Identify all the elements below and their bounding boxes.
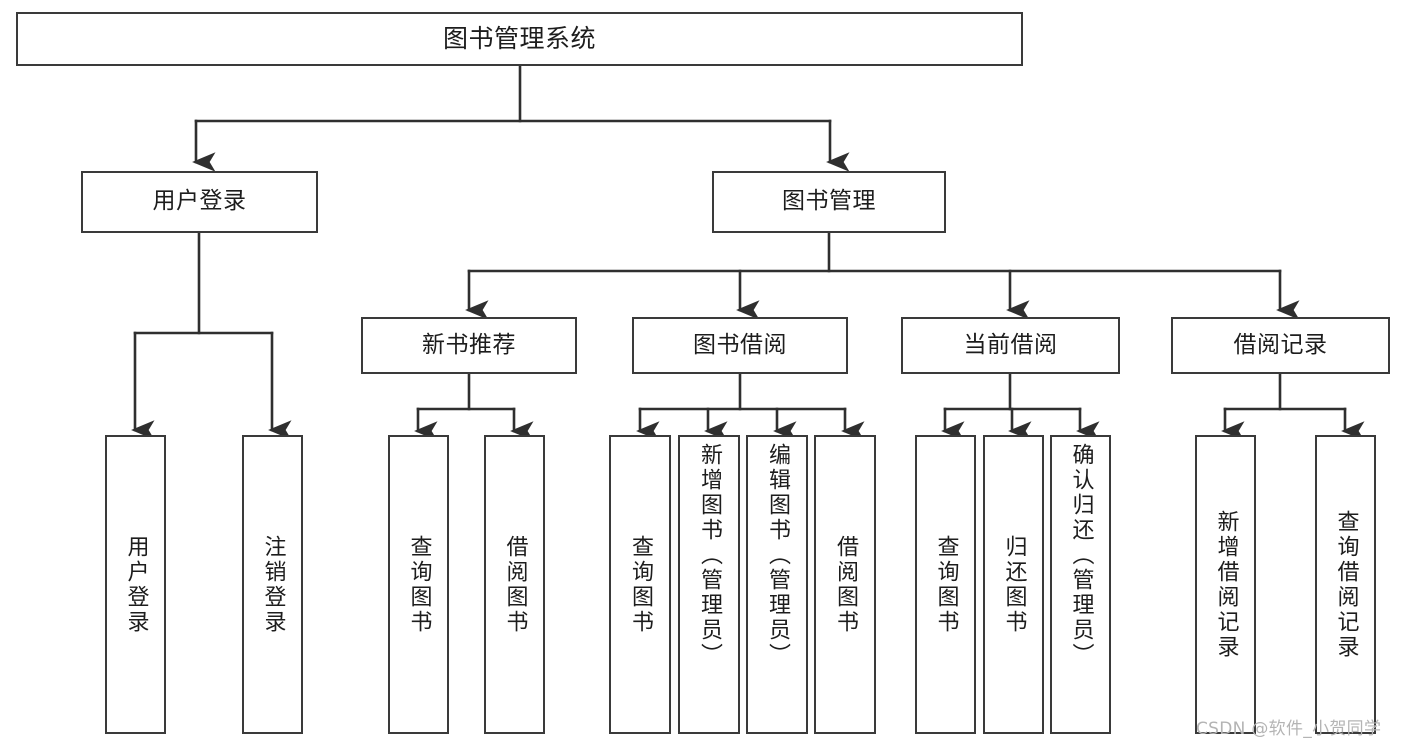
leaf-user-login[interactable]: 用户登录	[105, 435, 166, 734]
node-label: 注销登录	[260, 534, 286, 635]
node-label: 图书管理	[782, 188, 876, 215]
node-new-book-recommend[interactable]: 新书推荐	[361, 317, 577, 374]
node-borrow-record[interactable]: 借阅记录	[1171, 317, 1390, 374]
watermark-text: CSDN @软件_小贺同学	[1196, 719, 1382, 739]
leaf-add-borrow-record[interactable]: 新增借阅记录	[1195, 435, 1256, 734]
node-label: 当前借阅	[963, 331, 1058, 358]
node-label: 查询图书	[933, 534, 959, 635]
node-label: 图书管理系统	[442, 24, 596, 54]
node-label: 借阅图书	[833, 534, 858, 635]
node-label: 用户登录	[123, 534, 149, 635]
leaf-logout[interactable]: 注销登录	[242, 435, 303, 734]
leaf-confirm-return-admin[interactable]: 确认归还（管理员）	[1050, 435, 1111, 734]
node-label: 确认归还（管理员）	[1068, 443, 1094, 668]
node-label: 查询借阅记录	[1333, 509, 1359, 660]
node-label: 归还图书	[1001, 534, 1027, 635]
node-label: 图书借阅	[693, 331, 787, 358]
node-label: 新增图书（管理员）	[697, 443, 722, 668]
node-label: 查询图书	[628, 534, 653, 635]
leaf-query-book-recommend[interactable]: 查询图书	[388, 435, 449, 734]
node-label: 查询图书	[406, 534, 432, 635]
node-label: 新增借阅记录	[1213, 509, 1239, 660]
leaf-return-book[interactable]: 归还图书	[983, 435, 1044, 734]
node-label: 编辑图书（管理员）	[765, 443, 790, 668]
node-user-login[interactable]: 用户登录	[81, 171, 318, 233]
node-book-borrow[interactable]: 图书借阅	[632, 317, 848, 374]
leaf-borrow-book-recommend[interactable]: 借阅图书	[484, 435, 545, 734]
node-label: 借阅记录	[1233, 331, 1328, 358]
node-label: 借阅图书	[502, 534, 528, 635]
node-label: 新书推荐	[422, 331, 516, 358]
node-book-management[interactable]: 图书管理	[712, 171, 946, 233]
leaf-borrow-book-borrow[interactable]: 借阅图书	[814, 435, 876, 734]
leaf-add-book-admin[interactable]: 新增图书（管理员）	[678, 435, 740, 734]
node-label: 用户登录	[152, 188, 247, 215]
leaf-query-borrow-record[interactable]: 查询借阅记录	[1315, 435, 1376, 734]
node-root-book-management-system[interactable]: 图书管理系统	[16, 12, 1023, 66]
leaf-query-book-borrow[interactable]: 查询图书	[609, 435, 671, 734]
node-current-borrow[interactable]: 当前借阅	[901, 317, 1120, 374]
leaf-edit-book-admin[interactable]: 编辑图书（管理员）	[746, 435, 808, 734]
leaf-query-book-current[interactable]: 查询图书	[915, 435, 976, 734]
